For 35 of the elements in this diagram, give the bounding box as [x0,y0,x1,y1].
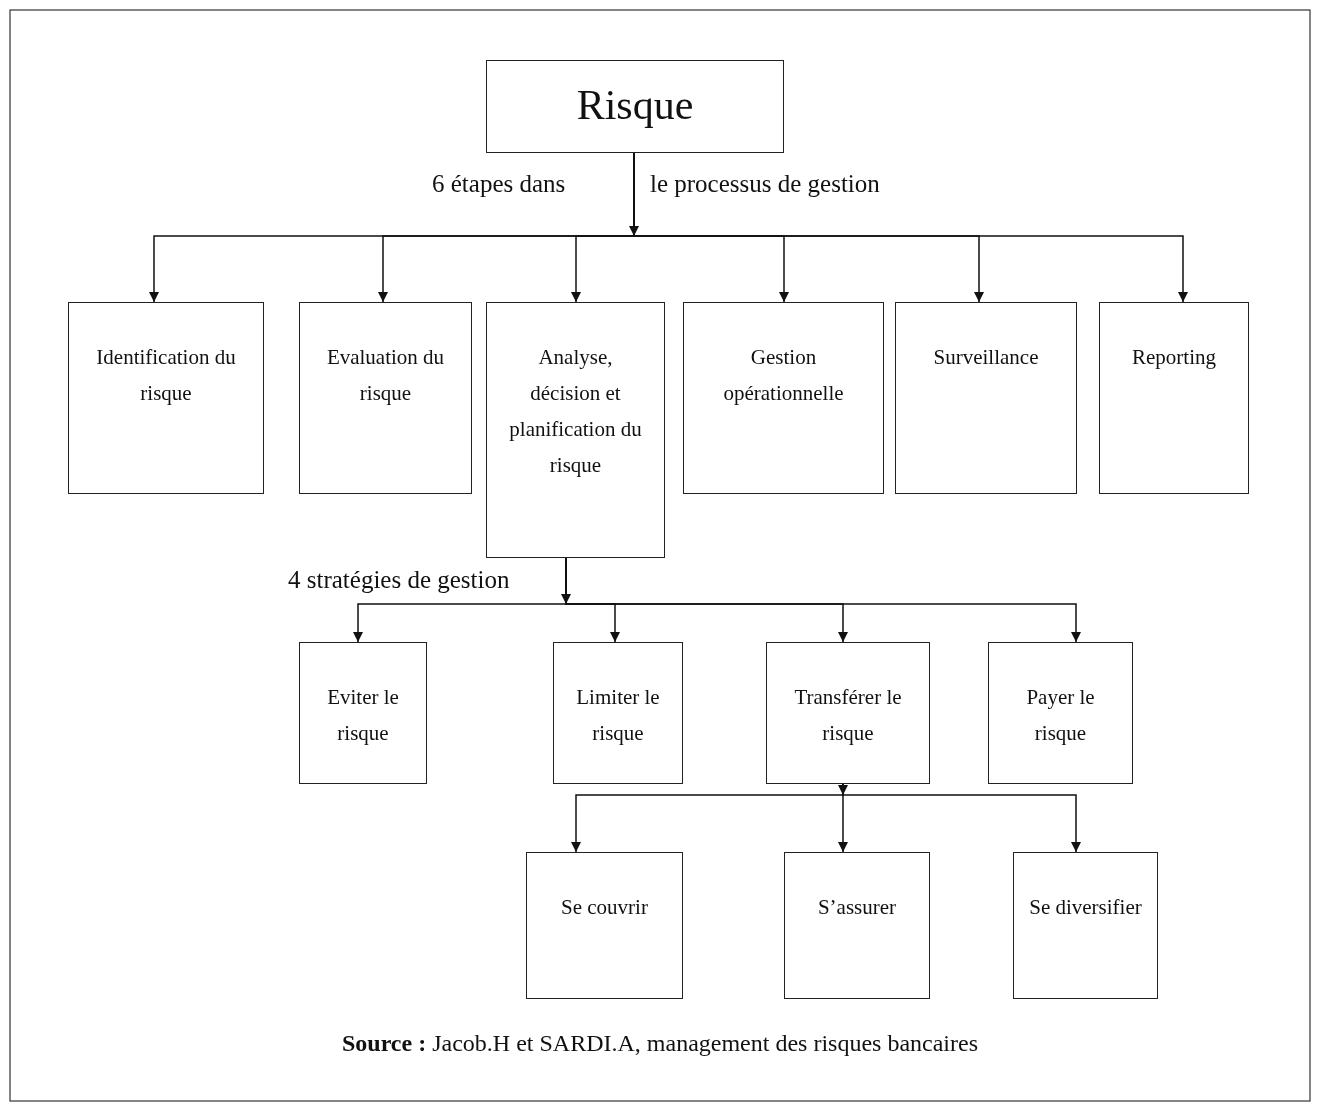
process-box [553,642,683,784]
process-box [988,642,1133,784]
source-caption: Source : Jacob.H et SARDI.A, management des risques bancaires [341,1030,979,1056]
process-box [784,852,930,999]
process-box [895,302,1077,494]
box-label: Payer le risque [1025,684,1096,747]
box-label: Evaluation du risque [325,344,446,407]
junction-arrowhead [838,785,848,795]
box-label: Se diversifier [1028,894,1143,921]
box-label: Transférer le risque [793,684,903,747]
box-label: Gestion opérationnelle [722,344,845,407]
annotation-label: 4 stratégies de gestion [288,566,510,594]
process-box [299,642,427,784]
box-label: Limiter le risque [575,684,661,747]
process-box [486,60,784,153]
process-box [486,302,665,558]
box-label: Analyse, décision et planification du risque [508,344,643,479]
process-box [766,642,930,784]
junction-arrowhead [629,226,639,236]
annotation-label: 6 étapes dans [432,170,566,198]
box-label: Reporting [1131,344,1217,371]
box-label: Surveillance [932,344,1040,371]
box-label: Eviter le risque [326,684,400,747]
process-box [299,302,472,494]
process-box [1013,852,1158,999]
process-box [526,852,683,999]
process-box [683,302,884,494]
process-box [1099,302,1249,494]
box-label: Identification du risque [95,344,237,407]
box-label: Risque [575,81,695,130]
box-label: Se couvrir [560,894,649,921]
annotation-label: le processus de gestion [650,170,880,198]
box-label: S’assurer [816,894,898,921]
junction-arrowhead [561,594,571,604]
process-box [68,302,264,494]
